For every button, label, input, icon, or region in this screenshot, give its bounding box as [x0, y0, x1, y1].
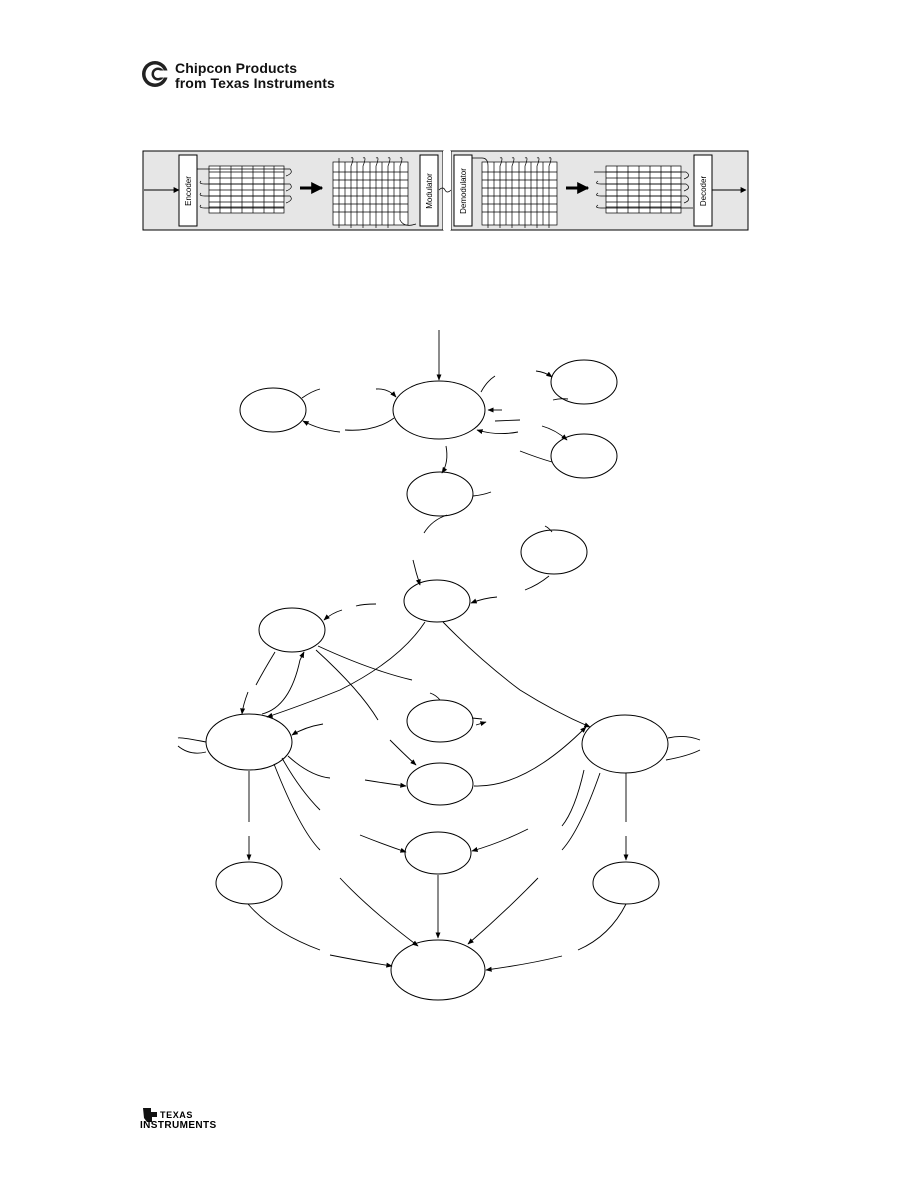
state-node — [390, 939, 486, 1001]
state-node — [205, 713, 293, 771]
state-node — [215, 861, 283, 905]
brand-name-line1: Chipcon Products — [175, 60, 298, 76]
deinterleaver-grid-read — [605, 165, 682, 214]
state-node — [406, 762, 474, 806]
state-node — [404, 831, 472, 875]
state-node — [239, 387, 307, 433]
state-node — [392, 380, 486, 440]
decoder-label: Decoder — [699, 176, 708, 207]
brand-name-line2: from Texas Instruments — [175, 75, 335, 91]
state-node — [406, 471, 474, 517]
state-node — [550, 433, 618, 479]
state-node — [406, 699, 474, 743]
ti-logo-line2: INSTRUMENTS — [140, 1120, 217, 1131]
state-node — [581, 714, 669, 774]
state-node — [520, 529, 588, 575]
state-transitions — [177, 330, 701, 972]
interleaver-grid-read — [332, 161, 409, 226]
ti-logo-line1: TEXAS — [160, 1110, 194, 1120]
interleaver-grid-write — [208, 165, 285, 214]
state-node — [258, 607, 326, 653]
modulator-label: Modulator — [425, 173, 434, 209]
encoder-box — [178, 154, 198, 227]
state-node — [592, 861, 660, 905]
demodulator-box — [453, 154, 473, 227]
state-node — [550, 359, 618, 405]
state-node — [403, 579, 471, 623]
modulator-box — [419, 154, 439, 227]
encoder-label: Encoder — [184, 176, 193, 206]
demodulator-label: Demodulator — [459, 168, 468, 214]
deinterleaver-grid-write — [481, 161, 558, 226]
